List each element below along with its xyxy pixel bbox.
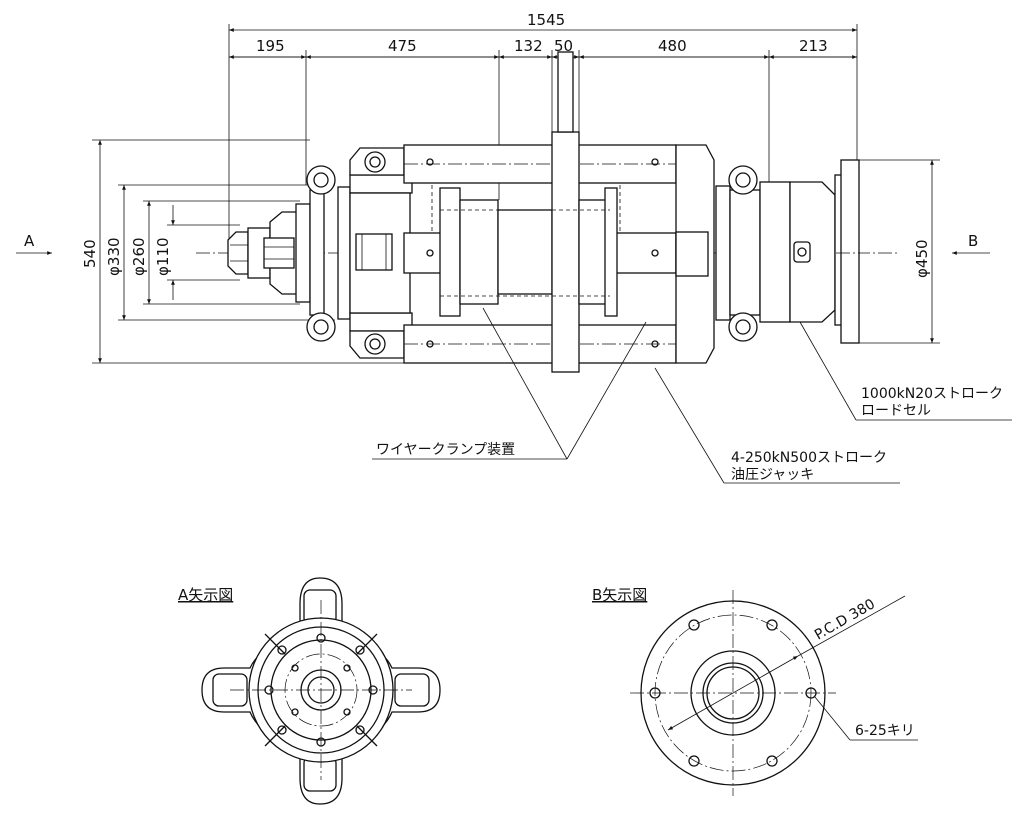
left-dimension-group: 540 φ330 φ260 φ110	[81, 139, 410, 364]
dim-segment-1: 195	[256, 37, 285, 55]
view-marker-a-label: A	[24, 232, 35, 250]
wire-clamp-label: ワイヤークランプ装置	[376, 442, 515, 458]
jack-label-line1: 4-250kN500ストローク	[731, 450, 887, 466]
dim-dia-260: φ260	[130, 237, 148, 276]
load-cell-label-line2: ロードセル	[861, 403, 931, 419]
a-view-title: A矢示図	[178, 586, 233, 604]
b-view: B矢示図 P.C.D 380 6-25キリ	[592, 586, 918, 796]
b-view-title: B矢示図	[592, 586, 647, 604]
dim-segment-3: 132	[514, 37, 543, 55]
b-view-holes-label: 6-25キリ	[855, 723, 915, 739]
side-view-assembly	[196, 51, 900, 373]
dim-height-540: 540	[81, 239, 99, 268]
callout-wire-clamp: ワイヤークランプ装置	[372, 307, 647, 460]
top-dimension-group: 1545 195 475 132 50 480 213	[228, 11, 858, 250]
b-view-pcd-label: P.C.D 380	[812, 596, 878, 643]
dim-dia-330: φ330	[105, 237, 123, 276]
view-marker-b: B	[952, 232, 990, 255]
load-cell-label-line1: 1000kN20ストローク	[861, 386, 1003, 402]
callout-load-cell: 1000kN20ストローク ロードセル	[799, 321, 1012, 421]
view-marker-a: A	[16, 232, 52, 255]
right-dimension-group: φ450	[858, 159, 940, 344]
jack-label-line2: 油圧ジャッキ	[731, 467, 814, 483]
dim-segment-6: 213	[799, 37, 828, 55]
callout-hydraulic-jack: 4-250kN500ストローク 油圧ジャッキ	[654, 367, 900, 484]
view-marker-b-label: B	[968, 232, 978, 250]
dim-dia-110: φ110	[154, 237, 172, 276]
dim-total: 1545	[527, 11, 565, 29]
dim-segment-4: 50	[554, 37, 573, 55]
dim-segment-2: 475	[388, 37, 417, 55]
dim-segment-5: 480	[658, 37, 687, 55]
dim-dia-450: φ450	[913, 239, 931, 278]
a-view: A矢示図	[178, 577, 441, 805]
